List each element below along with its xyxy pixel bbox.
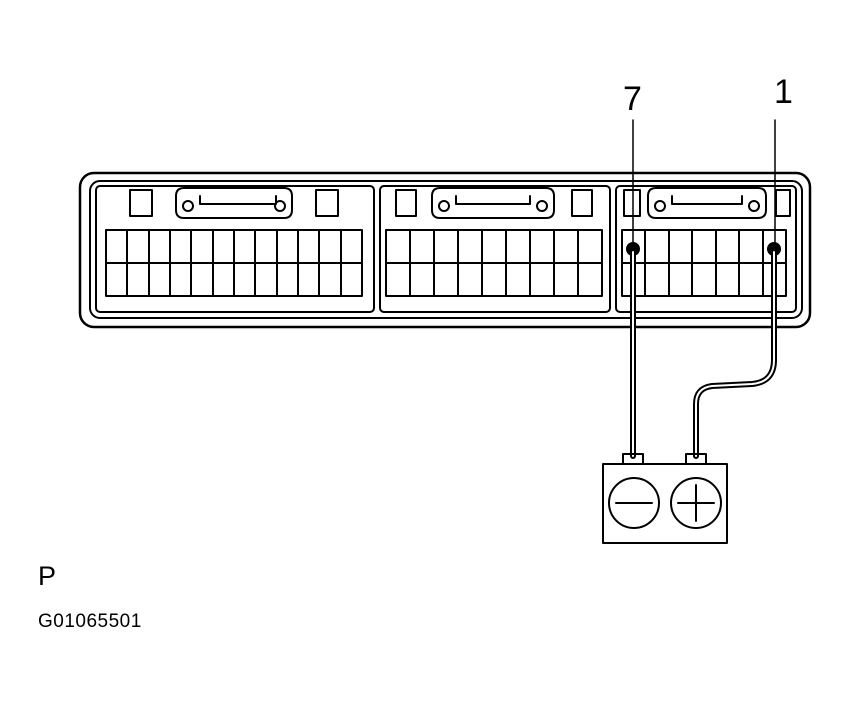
- negative-symbol: [608, 477, 660, 529]
- connector-outer-shell: [78, 171, 812, 329]
- section-frame: [615, 185, 797, 313]
- terminal-7-label: 7: [623, 80, 642, 118]
- connector-section-right: [615, 185, 797, 313]
- code-letter: P: [38, 561, 57, 591]
- lock-tab: [431, 187, 555, 219]
- connector-inner-shell: [89, 180, 803, 319]
- lock-tab: [175, 187, 293, 219]
- positive-lead-wire-core: [695, 251, 775, 457]
- terminal-7-probe: [626, 119, 640, 256]
- section-frame: [95, 185, 375, 313]
- battery-case: [602, 463, 728, 544]
- section-frame: [379, 185, 611, 313]
- terminal-1-label: 1: [774, 73, 793, 111]
- negative-post: [622, 453, 644, 465]
- connector-section-middle: [379, 185, 611, 313]
- connector-section-left: [95, 185, 375, 313]
- positive-symbol: [670, 477, 722, 529]
- battery: [602, 453, 728, 544]
- positive-post: [685, 453, 707, 465]
- terminal-1-probe: [767, 119, 781, 256]
- lock-tab: [647, 187, 767, 219]
- figure-id: G01065501: [38, 611, 142, 632]
- ecu-connector: [78, 171, 812, 329]
